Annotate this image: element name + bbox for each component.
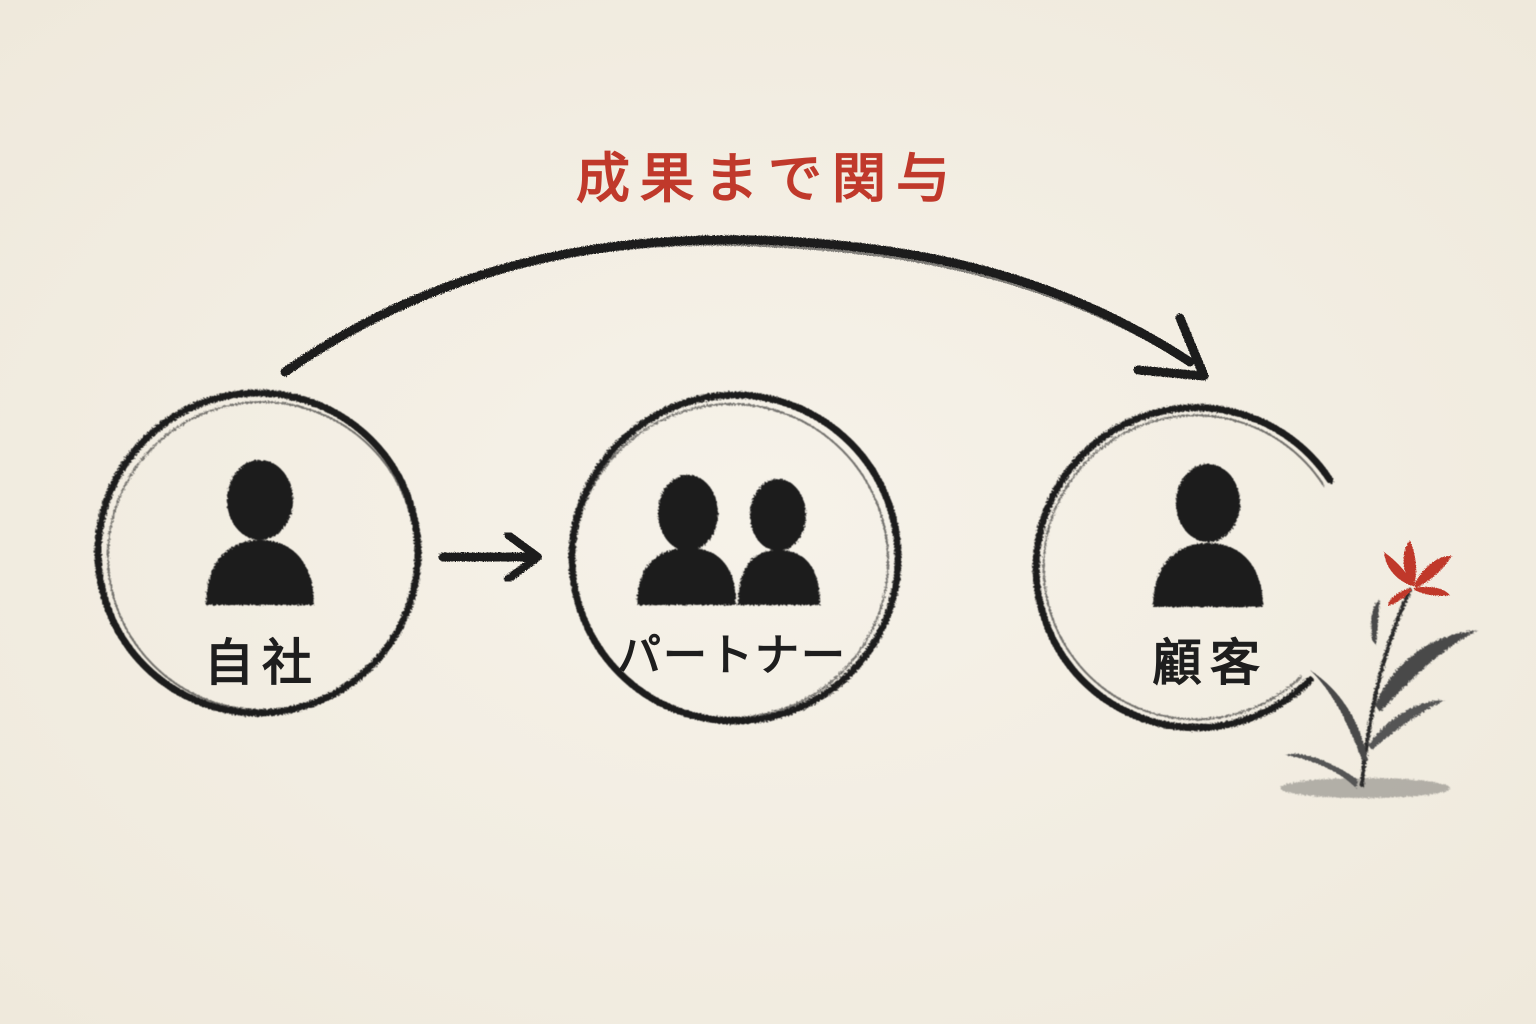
single-person-icon xyxy=(206,460,314,605)
node-label: パートナー xyxy=(617,630,847,681)
red-flower-illustration xyxy=(1280,540,1478,798)
headline: 成果まで関与 xyxy=(576,146,960,210)
node-ring xyxy=(1032,404,1334,732)
handoff-arrow xyxy=(438,531,542,583)
single-person-icon xyxy=(1153,464,1263,607)
node-label: 顧客 xyxy=(1152,633,1268,692)
node-self-company: 自社 xyxy=(94,389,422,717)
two-people-icon xyxy=(637,475,820,605)
node-label: 自社 xyxy=(204,633,320,692)
node-ring xyxy=(568,391,902,725)
node-ring xyxy=(94,389,422,717)
outcome-arc-arrow xyxy=(280,235,1209,381)
node-partner: パートナー xyxy=(568,391,902,725)
node-customer: 顧客 xyxy=(1032,404,1334,732)
